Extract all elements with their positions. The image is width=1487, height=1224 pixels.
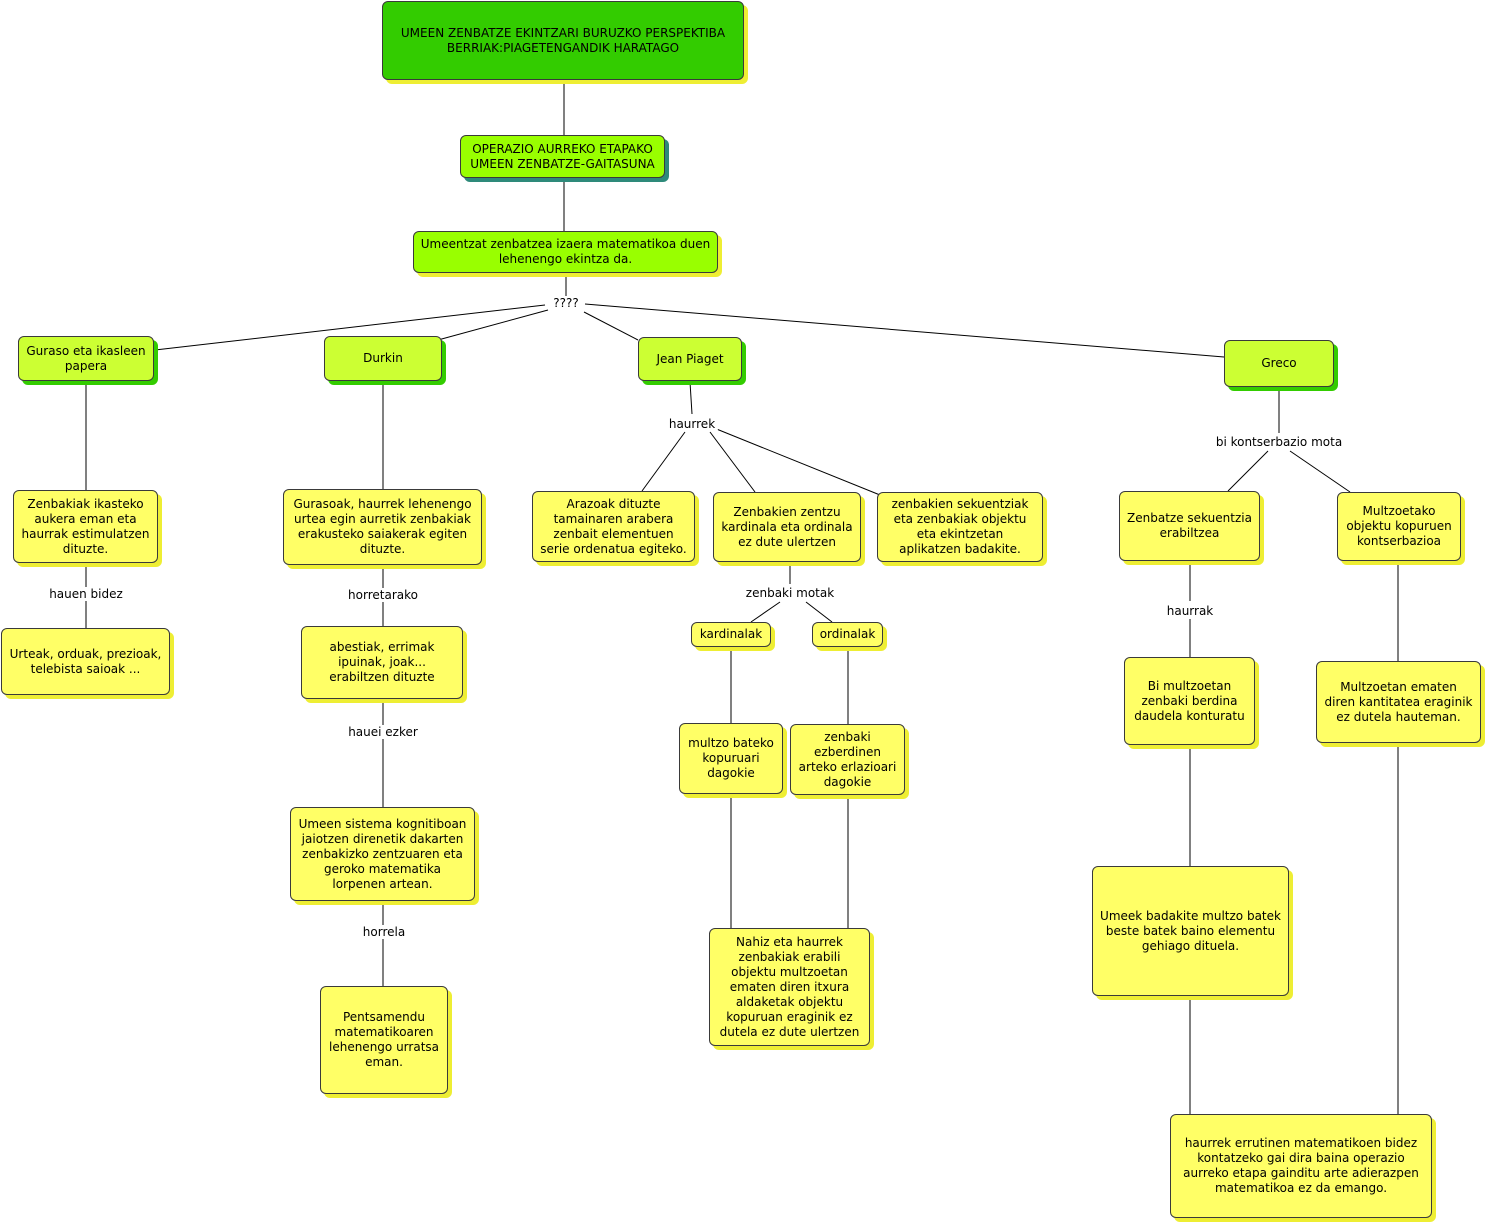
- link-label-haurrak: haurrak: [1163, 604, 1217, 618]
- urteak-node[interactable]: Urteak, orduak, prezioak, telebista saio…: [1, 628, 170, 695]
- durkin-node[interactable]: Durkin: [324, 336, 442, 381]
- edge: [641, 431, 686, 492]
- title-node[interactable]: UMEEN ZENBATZE EKINTZARI BURUZKO PERSPEK…: [382, 1, 744, 80]
- umeentzat-node[interactable]: Umeentzat zenbatzea izaera matematikoa d…: [413, 231, 718, 273]
- zentzu-node[interactable]: Zenbakien zentzu kardinala eta ordinala …: [713, 492, 861, 562]
- edge: [689, 381, 693, 415]
- edge: [437, 309, 549, 341]
- edge: [584, 303, 1225, 358]
- kardinalak-node[interactable]: kardinalak: [691, 622, 771, 647]
- zenbatze-sekuentzia-node[interactable]: Zenbatze sekuentzia erabiltzea: [1119, 491, 1260, 561]
- link-label-horrela: horrela: [359, 925, 409, 939]
- nahiz-node[interactable]: Nahiz eta haurrek zenbakiak erabili obje…: [709, 928, 870, 1046]
- pentsamendu-node[interactable]: Pentsamendu matematikoaren lehenengo urr…: [320, 986, 448, 1094]
- multzoetako-node[interactable]: Multzoetako objektu kopuruen kontserbazi…: [1337, 492, 1461, 561]
- edge: [583, 311, 639, 341]
- link-label-hauen-bidez: hauen bidez: [46, 587, 126, 601]
- link-label-hauei-ezker: hauei ezker: [345, 725, 421, 739]
- edge: [709, 431, 756, 493]
- gurasoak-node[interactable]: Gurasoak, haurrek lehenengo urtea egin a…: [283, 489, 482, 565]
- bi-multzoetan-node[interactable]: Bi multzoetan zenbaki berdina daudela ko…: [1124, 657, 1255, 745]
- guraso-node[interactable]: Guraso eta ikasleen papera: [18, 336, 154, 381]
- edge: [154, 304, 546, 351]
- edge: [805, 601, 833, 623]
- edge: [713, 427, 881, 496]
- link-label-bi-kontserbazio: bi kontserbazio mota: [1212, 435, 1346, 449]
- abestiak-node[interactable]: abestiak, errimak ipuinak, joak... erabi…: [301, 626, 463, 699]
- multzoetan-ematen-node[interactable]: Multzoetan ematen diren kantitatea eragi…: [1316, 661, 1481, 743]
- operazio-node[interactable]: OPERAZIO AURREKO ETAPAKO UMEEN ZENBATZE-…: [460, 135, 665, 178]
- ezberdinen-node[interactable]: zenbaki ezberdinen arteko erlazioari dag…: [790, 724, 905, 795]
- link-label-haurrek: haurrek: [665, 417, 719, 431]
- umeen-sistema-node[interactable]: Umeen sistema kognitiboan jaiotzen diren…: [290, 807, 475, 901]
- zenbakiak-ikasteko-node[interactable]: Zenbakiak ikasteko aukera eman eta haurr…: [13, 490, 158, 563]
- ordinalak-node[interactable]: ordinalak: [812, 622, 883, 647]
- edge: [750, 601, 781, 623]
- link-label-question: ????: [550, 296, 582, 310]
- multzo-bateko-node[interactable]: multzo bateko kopuruari dagokie: [679, 723, 783, 794]
- arazoak-node[interactable]: Arazoak dituzte tamainaren arabera zenba…: [532, 491, 695, 562]
- link-label-zenbaki-motak: zenbaki motak: [742, 586, 838, 600]
- link-label-horretarako: horretarako: [345, 588, 421, 602]
- haurrek-errutinen-node[interactable]: haurrek errutinen matematikoen bidez kon…: [1170, 1114, 1432, 1218]
- piaget-node[interactable]: Jean Piaget: [638, 337, 742, 381]
- greco-node[interactable]: Greco: [1224, 340, 1334, 387]
- edge: [1289, 450, 1351, 493]
- edge: [1227, 450, 1269, 492]
- umeek-node[interactable]: Umeek badakite multzo batek beste batek …: [1092, 866, 1289, 996]
- sekuentziak-node[interactable]: zenbakien sekuentziak eta zenbakiak obje…: [877, 492, 1043, 562]
